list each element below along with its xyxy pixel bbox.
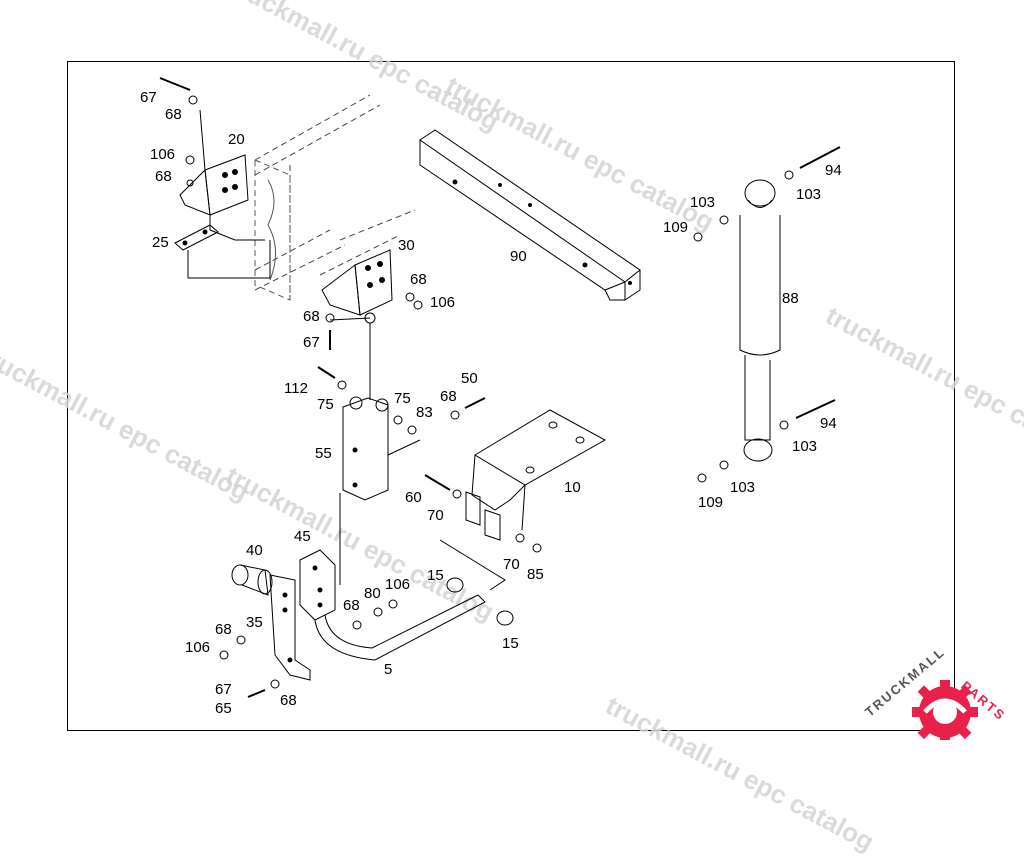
exploded-view-drawing <box>159 77 841 698</box>
callout-103: 103 <box>796 186 822 203</box>
bracket-45 <box>299 549 336 621</box>
hanger-55 <box>339 396 421 585</box>
gear-icon <box>912 680 978 740</box>
callout-30: 30 <box>398 237 415 254</box>
callout-67: 67 <box>215 681 232 698</box>
callout-112: 112 <box>284 380 308 397</box>
callout-106: 106 <box>430 294 456 311</box>
callout-75: 75 <box>394 390 411 407</box>
callout-109: 109 <box>663 219 689 236</box>
callout-15: 15 <box>502 635 519 652</box>
callout-70: 70 <box>427 507 444 524</box>
truckmall-logo: TRUCKMALL PARTS <box>860 644 1020 748</box>
callout-90: 90 <box>510 248 527 265</box>
callout-67: 67 <box>140 89 157 106</box>
fasteners <box>159 77 794 698</box>
callout-45: 45 <box>294 528 311 545</box>
callout-70: 70 <box>503 556 520 573</box>
callout-103: 103 <box>690 194 716 211</box>
bracket-10 <box>439 409 607 591</box>
callout-10: 10 <box>564 479 581 496</box>
callout-68: 68 <box>155 168 172 185</box>
callout-75: 75 <box>317 396 334 413</box>
crossmember-90 <box>419 129 641 301</box>
bushing-40 <box>231 564 273 596</box>
callout-68: 68 <box>280 692 297 709</box>
link-35 <box>269 574 311 681</box>
callout-80: 80 <box>364 585 381 602</box>
callout-55: 55 <box>315 445 332 462</box>
callout-68: 68 <box>343 597 360 614</box>
callout-85: 85 <box>527 566 544 583</box>
bracket-20 <box>179 109 265 241</box>
stabilizer-bar-5 <box>314 577 514 661</box>
callout-5: 5 <box>384 661 393 678</box>
callout-94: 94 <box>825 162 842 179</box>
callout-20: 20 <box>228 131 245 148</box>
callout-67: 67 <box>303 334 320 351</box>
callout-60: 60 <box>405 489 422 506</box>
callout-83: 83 <box>416 404 433 421</box>
callout-103: 103 <box>792 438 818 455</box>
plate-25 <box>174 224 271 279</box>
callout-35: 35 <box>246 614 263 631</box>
callout-50: 50 <box>461 370 478 387</box>
bracket-30 <box>321 249 393 400</box>
callout-15: 15 <box>427 567 444 584</box>
callout-109: 109 <box>698 494 724 511</box>
callout-68: 68 <box>303 308 320 325</box>
callout-94: 94 <box>820 415 837 432</box>
shock-absorber-88 <box>739 146 841 462</box>
callout-40: 40 <box>246 542 263 559</box>
diagram-frame <box>67 61 955 731</box>
callout-68: 68 <box>440 388 457 405</box>
callout-106: 106 <box>150 146 176 163</box>
callout-65: 65 <box>215 700 232 717</box>
callout-106: 106 <box>385 576 411 593</box>
callout-106: 106 <box>185 639 211 656</box>
callout-103: 103 <box>730 479 756 496</box>
callout-68: 68 <box>410 271 427 288</box>
callout-68: 68 <box>215 621 232 638</box>
callout-68: 68 <box>165 106 182 123</box>
callout-25: 25 <box>152 234 169 251</box>
callout-88: 88 <box>782 290 799 307</box>
